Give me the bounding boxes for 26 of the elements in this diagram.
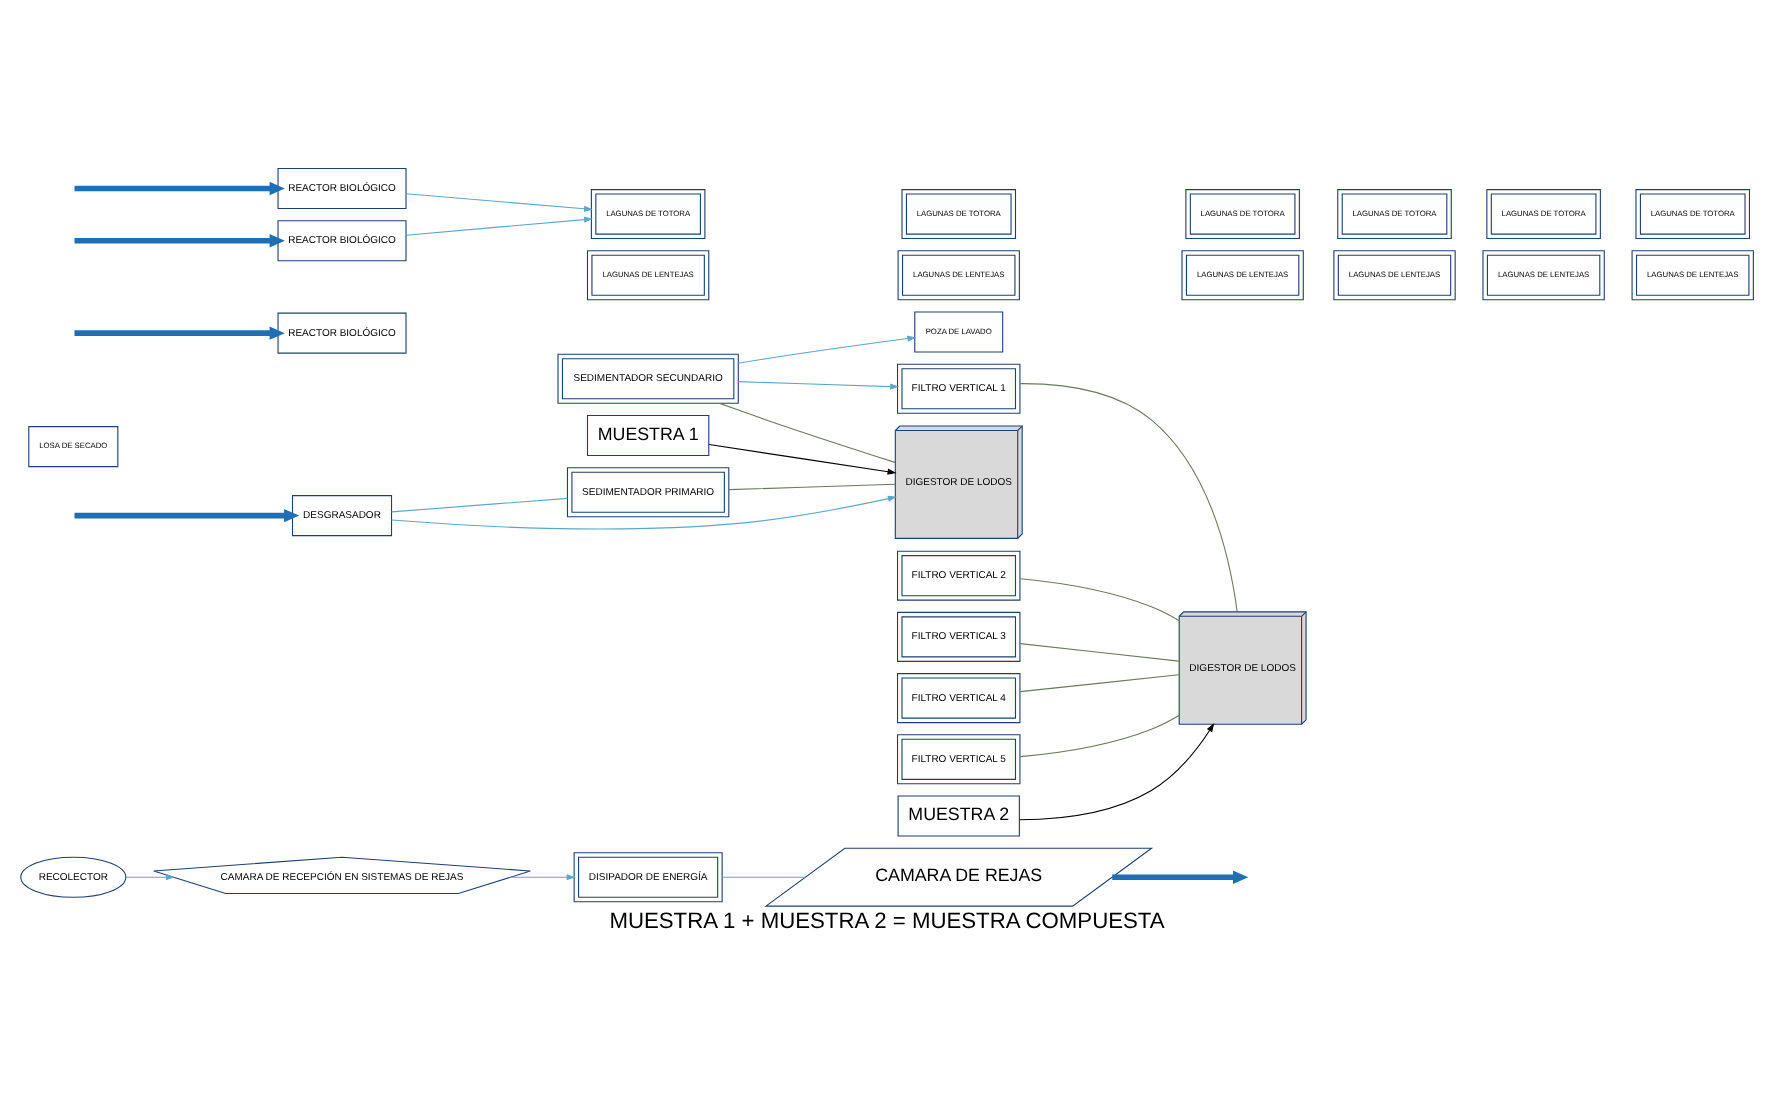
node-box: MUESTRA 2: [897, 795, 1020, 837]
arrow: [74, 326, 285, 340]
arrow: [737, 381, 900, 390]
connector: [1019, 383, 1238, 612]
arrow: [405, 216, 593, 236]
connector: [391, 497, 568, 513]
connector: [719, 402, 896, 463]
connector: [1019, 674, 1180, 693]
arrow: [405, 193, 593, 212]
connector: [1019, 643, 1180, 662]
connector: [1019, 714, 1180, 758]
arrow: [1112, 870, 1249, 884]
arrow: [125, 874, 175, 881]
arrow: [510, 874, 576, 881]
arrow: [737, 335, 917, 364]
arrow: [74, 234, 285, 248]
arrow: [74, 181, 285, 196]
arrow: [1018, 723, 1215, 821]
node-box: MUESTRA 1: [586, 414, 710, 457]
connector: [1019, 578, 1180, 622]
arrow: [74, 508, 300, 523]
caption: MUESTRA 1 + MUESTRA 2 = MUESTRA COMPUESTA: [609, 910, 1165, 935]
arrow: [391, 495, 897, 530]
arrow: [708, 444, 897, 475]
connector: [721, 876, 806, 878]
connector: [728, 483, 896, 491]
